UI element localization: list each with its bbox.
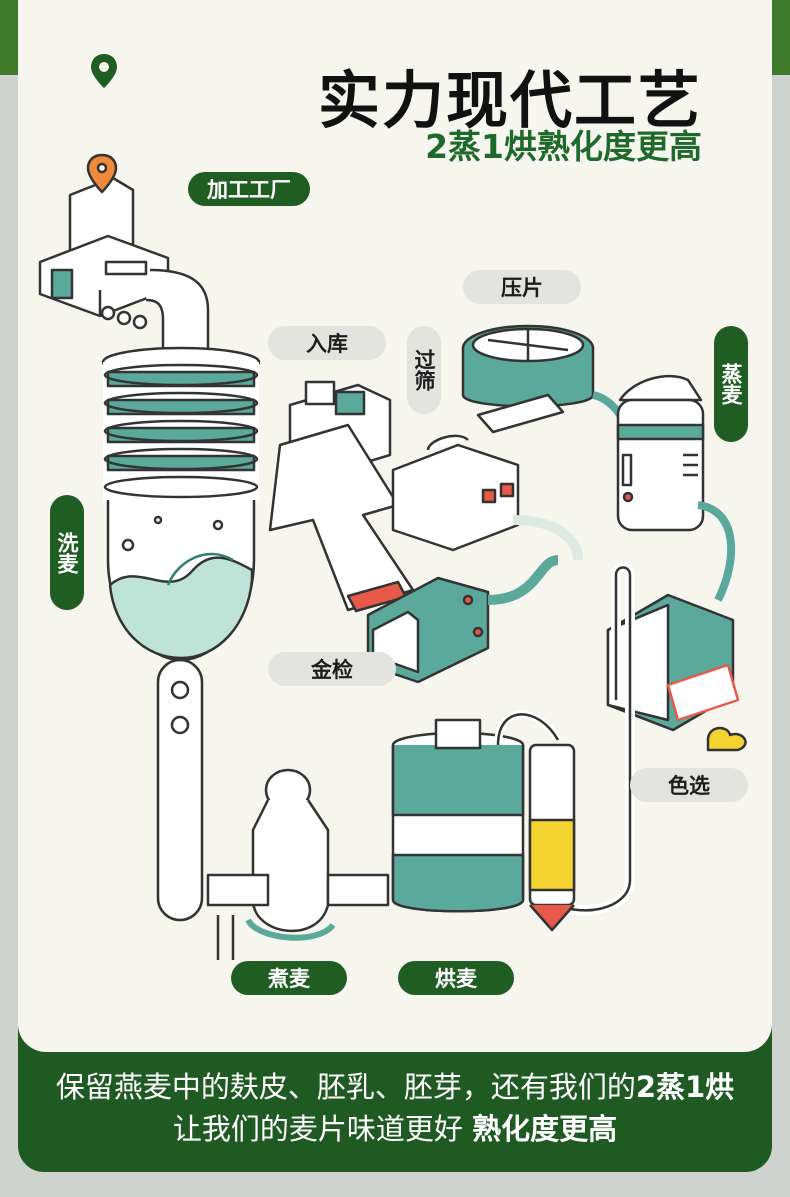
step-wash-text: 洗麦 — [55, 531, 79, 574]
oven-icon — [391, 710, 576, 932]
steamer-icon — [616, 374, 736, 602]
step-bake-label: 烘麦 — [398, 961, 514, 995]
footer-line-2-strong: 熟化度更高 — [472, 1112, 618, 1146]
step-sieve-label: 过筛 — [407, 326, 441, 414]
metal-detector-icon — [366, 555, 559, 684]
wash-tank-icon — [101, 346, 261, 922]
footer-line-1: 保留燕麦中的麸皮、胚乳、胚芽，还有我们的2蒸1烘 — [18, 1066, 772, 1108]
step-boil-label: 煮麦 — [231, 961, 347, 995]
background-grass-right — [768, 0, 790, 75]
footer-line-1-prefix: 保留燕麦中的麸皮、胚乳、胚芽，还有我们的 — [55, 1070, 636, 1104]
boiler-icon — [206, 768, 390, 960]
step-press-label: 压片 — [463, 270, 581, 304]
background-grass-left — [0, 0, 22, 75]
page-title: 实力现代工艺 — [317, 64, 702, 137]
process-illustration — [38, 153, 747, 960]
footer-line-1-strong: 2蒸1烘 — [635, 1070, 735, 1104]
step-steam-text: 蒸麦 — [719, 363, 743, 405]
step-wash-label: 洗麦 — [50, 495, 84, 610]
step-sieve-text: 过筛 — [412, 349, 436, 391]
sieve-icon — [391, 434, 583, 561]
factory-icon — [38, 176, 170, 330]
process-card: 实力现代工艺 2蒸1烘熟化度更高 — [18, 0, 772, 1052]
color-sorter-icon — [545, 562, 747, 916]
location-marker-icon — [86, 153, 118, 194]
conveyor-icon — [268, 380, 415, 613]
footer-line-2-prefix: 让我们的麦片味道更好 — [172, 1112, 473, 1146]
step-steam-label: 蒸麦 — [714, 326, 748, 442]
step-color-sort-label: 色选 — [630, 768, 748, 802]
press-machine-icon — [461, 324, 642, 448]
step-metal-check-label: 金检 — [268, 652, 396, 686]
step-factory-label: 加工工厂 — [188, 172, 310, 206]
page-subtitle: 2蒸1烘熟化度更高 — [425, 127, 702, 166]
footer-text: 保留燕麦中的麸皮、胚乳、胚芽，还有我们的2蒸1烘 让我们的麦片味道更好 熟化度更… — [18, 1066, 772, 1150]
footer-line-2: 让我们的麦片味道更好 熟化度更高 — [18, 1108, 772, 1150]
location-pin-icon — [91, 54, 117, 88]
step-store-label: 入库 — [268, 326, 386, 360]
